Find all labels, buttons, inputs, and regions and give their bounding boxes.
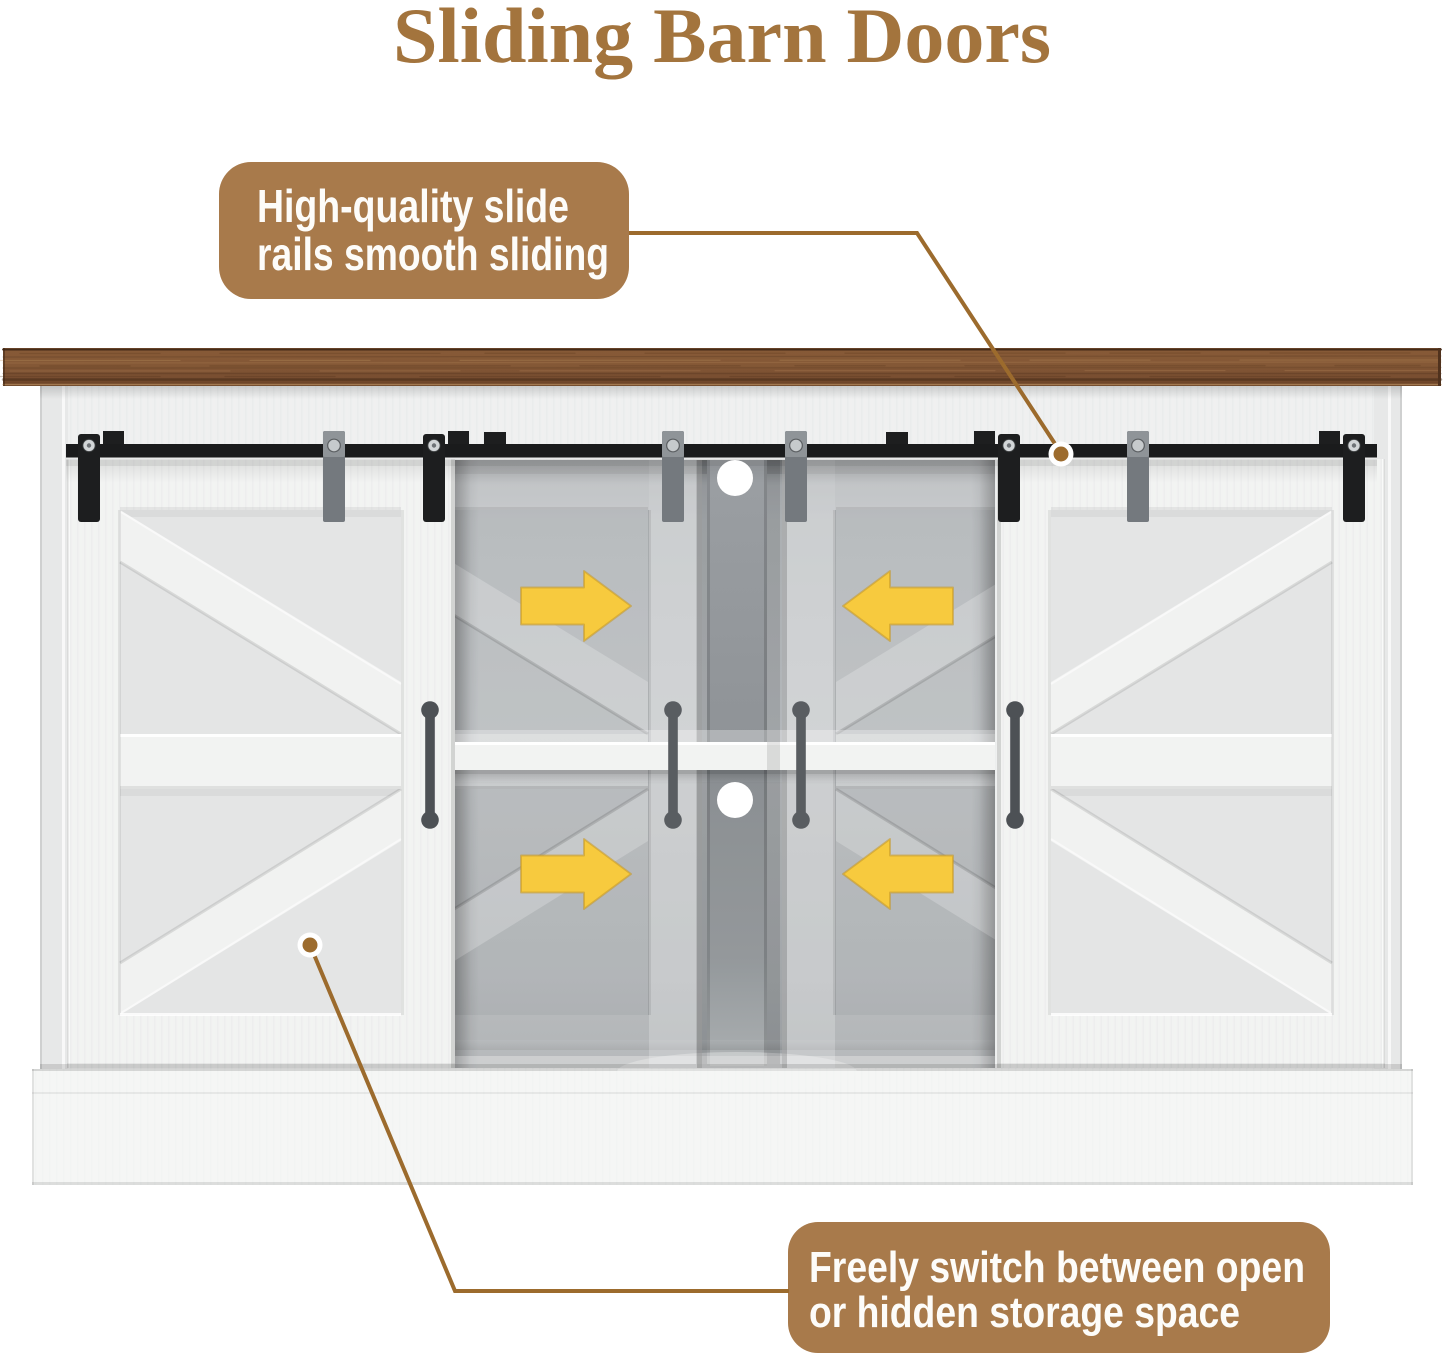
svg-text:or hidden storage space: or hidden storage space	[809, 1288, 1240, 1337]
svg-text:High-quality slide: High-quality slide	[257, 180, 569, 232]
svg-text:Freely switch between open: Freely switch between open	[809, 1243, 1305, 1292]
svg-text:Sliding Barn Doors: Sliding Barn Doors	[393, 0, 1051, 79]
svg-text:rails smooth sliding: rails smooth sliding	[257, 228, 609, 280]
